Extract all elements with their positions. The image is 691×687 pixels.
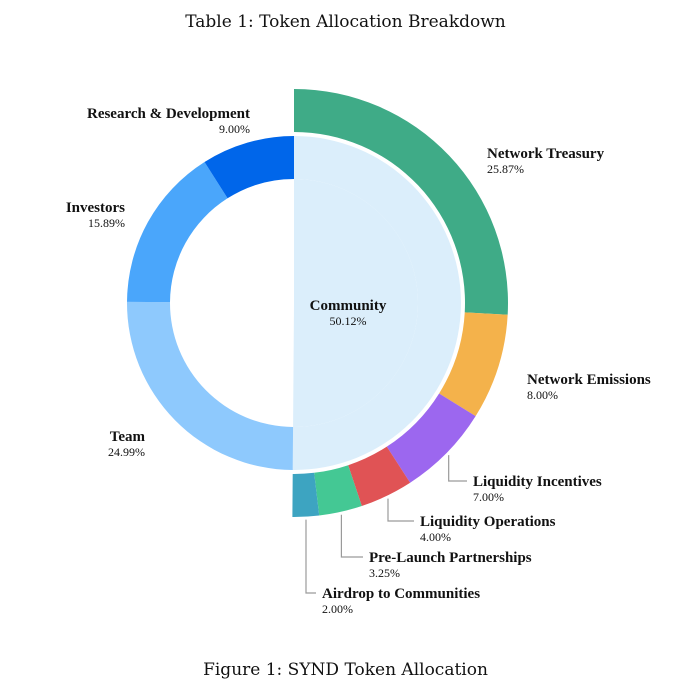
label-network-treasury: Network Treasury xyxy=(487,146,605,162)
leader-line-liquidity-incentives xyxy=(448,455,467,482)
outer-slice-liquidity-incentives xyxy=(386,393,476,483)
inner-slice-research-and-development xyxy=(204,136,294,199)
inner-slice-community xyxy=(292,136,462,470)
value-community: 50.12% xyxy=(330,314,367,328)
value-network-emissions: 8.00% xyxy=(527,388,558,402)
community-center-fill xyxy=(293,179,418,427)
label-community: Community xyxy=(310,298,387,314)
outer-slice-liquidity-operations xyxy=(348,446,411,506)
label-pre-launch-partnerships: Pre-Launch Partnerships xyxy=(369,550,532,566)
label-liquidity-incentives: Liquidity Incentives xyxy=(473,474,602,490)
value-liquidity-incentives: 7.00% xyxy=(473,490,504,504)
leader-line-liquidity-operations xyxy=(387,498,414,522)
label-network-emissions: Network Emissions xyxy=(527,372,651,388)
label-team: Team xyxy=(110,429,146,445)
value-team: 24.99% xyxy=(108,445,145,459)
leader-line-pre-launch-partnerships xyxy=(340,514,363,558)
figure-caption: Figure 1: SYND Token Allocation xyxy=(203,660,488,680)
outer-slice-network-emissions xyxy=(439,312,508,417)
outer-slice-network-treasury xyxy=(294,89,508,315)
value-pre-launch-partnerships: 3.25% xyxy=(369,566,400,580)
label-research-and-development: Research & Development xyxy=(87,106,250,122)
table-caption: Table 1: Token Allocation Breakdown xyxy=(185,12,506,32)
outer-slice-airdrop-to-communities xyxy=(292,472,320,517)
label-airdrop-to-communities: Airdrop to Communities xyxy=(322,586,480,602)
value-research-and-development: 9.00% xyxy=(219,122,250,136)
inner-slice-investors xyxy=(127,161,228,303)
value-network-treasury: 25.87% xyxy=(487,162,524,176)
value-investors: 15.89% xyxy=(88,216,125,230)
inner-slice-team xyxy=(127,301,294,470)
leader-line-airdrop-to-communities xyxy=(305,519,316,594)
value-airdrop-to-communities: 2.00% xyxy=(322,602,353,616)
label-investors: Investors xyxy=(66,200,125,216)
label-liquidity-operations: Liquidity Operations xyxy=(420,514,556,530)
value-liquidity-operations: 4.00% xyxy=(420,530,451,544)
outer-slice-pre-launch-partnerships xyxy=(314,465,362,516)
